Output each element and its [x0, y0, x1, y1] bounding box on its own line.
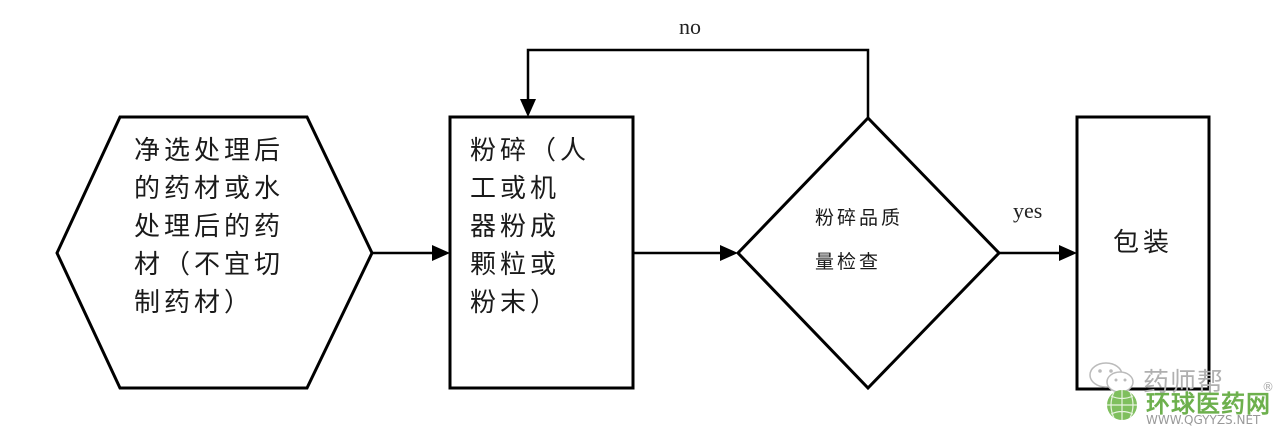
edge-label-yes: yes [1013, 198, 1043, 223]
arrowhead-icon [432, 245, 450, 261]
globe-logo-icon [1107, 390, 1137, 420]
node-check-diamond [735, 115, 1002, 391]
node-package-text: 包装 [1113, 228, 1174, 258]
watermark-site-name: 环球医药网 [1146, 390, 1271, 418]
node-check-text: 粉碎品质 量检查 [815, 207, 904, 273]
node-input-text: 净选处理后 的药材或水 处理后的药 材（不宜切 制药材） [134, 136, 285, 318]
wechat-icon [1089, 362, 1134, 393]
watermark-registered-mark: ® [1262, 380, 1274, 394]
edge-check-to-crush-no [520, 48, 870, 118]
arrowhead-icon [520, 99, 536, 117]
watermark-wechat-name: 药师帮 [1143, 368, 1225, 398]
edge-check-to-package [999, 245, 1077, 261]
arrowhead-icon [1059, 245, 1077, 261]
node-crush-text: 粉碎（人 工或机 器粉成 颗粒或 粉末） [470, 136, 591, 318]
edge-label-no: no [679, 14, 701, 39]
watermark-site-url: WWW.QGYYZS.NET [1146, 413, 1261, 427]
arrowhead-icon [720, 245, 738, 261]
edge-crush-to-check [633, 245, 738, 261]
edge-input-to-crush [372, 245, 450, 261]
